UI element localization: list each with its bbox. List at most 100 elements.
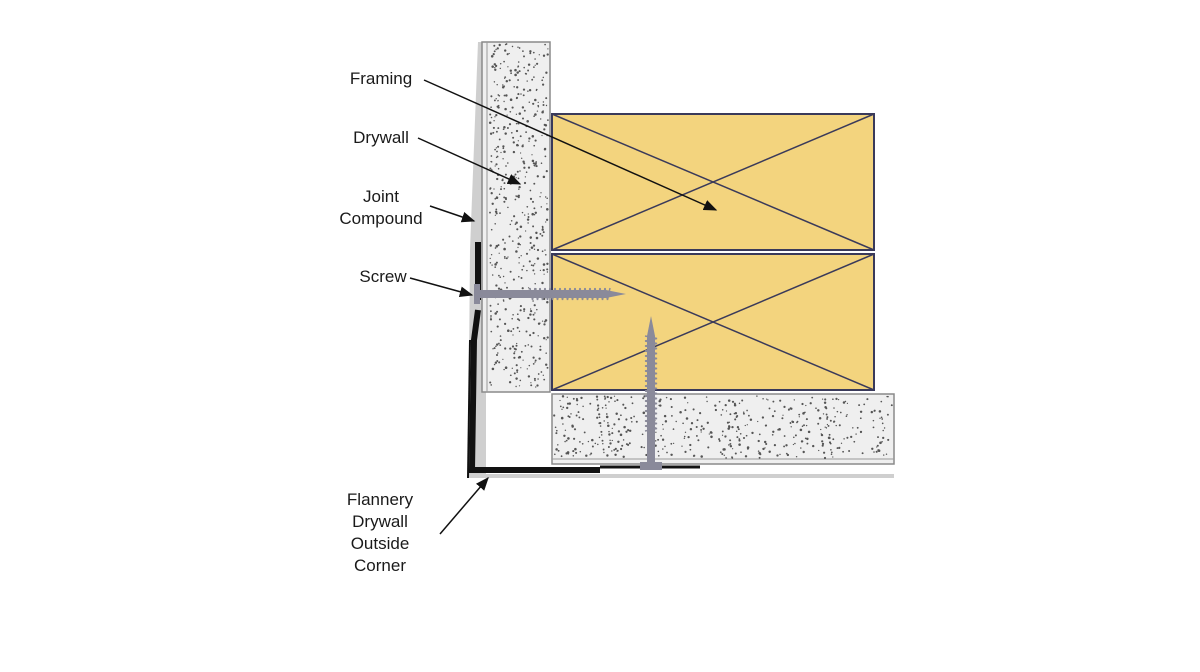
speckle-dot	[561, 408, 563, 411]
speckle-dot	[544, 249, 546, 251]
screw-thread	[644, 415, 658, 422]
speckle-dot	[562, 423, 564, 425]
speckle-dot	[514, 198, 517, 201]
speckle-dot	[495, 353, 499, 357]
speckle-dot	[494, 263, 497, 266]
speckle-dot	[527, 287, 530, 289]
speckle-dot	[502, 275, 505, 278]
speckle-dot	[684, 409, 687, 412]
speckle-dot	[616, 399, 619, 402]
speckle-dot	[527, 216, 530, 218]
speckle-dot	[544, 319, 548, 322]
speckle-dot	[591, 438, 594, 442]
speckle-dot	[495, 244, 499, 248]
speckle-dot	[746, 424, 748, 426]
speckle-dot	[886, 395, 888, 398]
speckle-dot	[498, 252, 500, 254]
speckle-dot	[566, 396, 568, 398]
speckle-dot	[520, 93, 522, 95]
speckle-dot	[515, 129, 519, 133]
speckle-dot	[614, 400, 616, 403]
speckle-dot	[603, 420, 605, 422]
speckle-dot	[582, 418, 585, 421]
speckle-dot	[844, 400, 847, 403]
speckle-dot	[532, 362, 535, 365]
drywall-speckle-horizontal	[553, 395, 893, 460]
speckle-dot	[489, 257, 491, 260]
speckle-dot	[499, 344, 502, 346]
speckle-dot	[881, 418, 884, 420]
speckle-dot	[635, 420, 638, 423]
speckle-dot	[876, 446, 878, 448]
speckle-dot	[839, 411, 842, 414]
speckle-dot	[835, 424, 837, 427]
speckle-dot	[528, 137, 531, 140]
speckle-dot	[542, 374, 544, 376]
speckle-dot	[503, 322, 507, 326]
speckle-dot	[493, 81, 496, 83]
speckle-dot	[706, 400, 708, 403]
speckle-dot	[806, 437, 809, 441]
speckle-dot	[524, 230, 527, 232]
speckle-dot	[516, 342, 518, 345]
speckle-dot	[773, 410, 776, 413]
speckle-dot	[739, 432, 742, 435]
speckle-dot	[613, 395, 616, 397]
speckle-dot	[531, 212, 534, 216]
speckle-dot	[789, 422, 792, 424]
speckle-dot	[530, 264, 533, 266]
speckle-dot	[617, 430, 621, 433]
joint-compound-label-line1: Joint	[363, 187, 399, 206]
speckle-dot	[599, 422, 602, 425]
speckle-dot	[589, 454, 591, 456]
speckle-dot	[526, 120, 529, 123]
speckle-dot	[533, 66, 535, 68]
speckle-dot	[587, 440, 590, 443]
speckle-dot	[729, 413, 732, 416]
speckle-dot	[560, 455, 563, 458]
speckle-dot	[832, 421, 835, 423]
speckle-dot	[517, 237, 520, 239]
speckle-dot	[583, 431, 586, 434]
speckle-dot	[532, 244, 536, 247]
speckle-dot	[630, 396, 633, 399]
speckle-dot	[529, 197, 533, 201]
speckle-dot	[529, 189, 532, 192]
speckle-dot	[731, 456, 734, 459]
speckle-dot	[742, 411, 745, 413]
speckle-dot	[516, 313, 519, 316]
speckle-dot	[497, 167, 500, 170]
speckle-dot	[490, 317, 492, 319]
speckle-dot	[513, 352, 516, 355]
speckle-dot	[783, 445, 786, 448]
speckle-dot	[510, 330, 513, 333]
speckle-dot	[744, 455, 748, 458]
speckle-dot	[546, 262, 549, 265]
speckle-dot	[738, 402, 741, 405]
screw-thread	[644, 365, 658, 372]
speckle-dot	[495, 196, 498, 198]
speckle-dot	[509, 270, 512, 273]
speckle-dot	[494, 66, 496, 69]
speckle-dot	[696, 419, 699, 422]
speckle-dot	[519, 225, 523, 228]
speckle-dot	[765, 442, 768, 446]
speckle-dot	[500, 186, 502, 188]
speckle-dot	[546, 336, 549, 339]
screw-thread	[644, 375, 658, 382]
speckle-dot	[546, 366, 549, 369]
speckle-dot	[506, 114, 508, 116]
speckle-dot	[714, 408, 718, 412]
speckle-dot	[532, 200, 534, 203]
speckle-dot	[542, 54, 546, 57]
speckle-dot	[887, 438, 890, 441]
speckle-dot	[494, 214, 497, 216]
speckle-dot	[615, 412, 618, 416]
speckle-dot	[512, 175, 516, 178]
corner-label: Flannery Drywall Outside Corner	[330, 489, 430, 577]
speckle-dot	[599, 425, 602, 427]
speckle-dot	[848, 450, 851, 452]
speckle-dot	[541, 250, 544, 253]
speckle-dot	[513, 372, 516, 375]
speckle-dot	[544, 196, 547, 198]
